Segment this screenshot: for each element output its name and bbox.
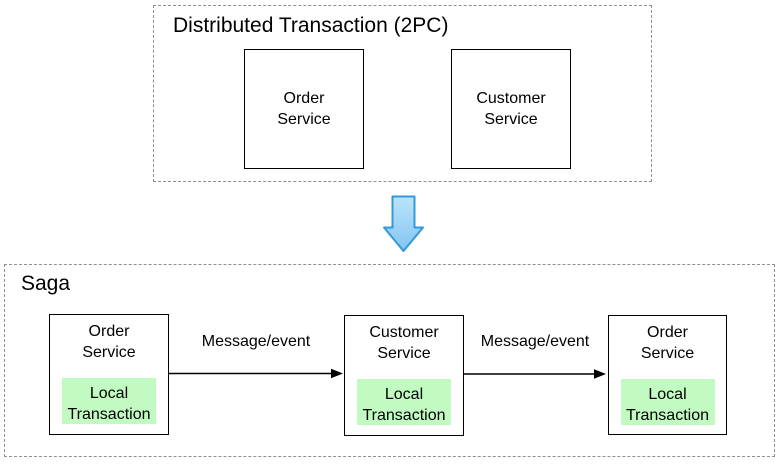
local-transaction-box-3: Local Transaction	[620, 379, 715, 425]
message-event-label-2: Message/event	[480, 333, 590, 350]
saga-order-service-box-1: Order Service Local Transaction	[49, 314, 169, 435]
local-transaction-label-1: Local Transaction	[67, 385, 151, 423]
customer-service-box-2pc: Customer Service	[451, 49, 571, 169]
distributed-transaction-title: Distributed Transaction (2PC)	[173, 14, 449, 37]
customer-service-label: Customer Service	[476, 90, 546, 128]
saga-customer-service-box: Customer Service Local Transaction	[344, 315, 464, 436]
down-arrow-icon	[383, 195, 424, 252]
saga-group: Saga Order Service Local Transaction Cus…	[4, 264, 775, 457]
order-service-label: Order Service	[277, 90, 331, 128]
saga-order-service-label-1: Order Service	[82, 323, 136, 361]
local-transaction-label-2: Local Transaction	[362, 386, 446, 424]
distributed-transaction-group: Distributed Transaction (2PC) Order Serv…	[153, 5, 652, 182]
local-transaction-box-1: Local Transaction	[62, 378, 156, 424]
order-service-box-2pc: Order Service	[244, 49, 364, 169]
saga-customer-service-label: Customer Service	[369, 324, 439, 362]
saga-order-service-label-2: Order Service	[640, 324, 695, 362]
message-event-label-1: Message/event	[201, 333, 311, 350]
saga-title: Saga	[21, 272, 71, 295]
local-transaction-label-3: Local Transaction	[626, 386, 709, 424]
local-transaction-box-2: Local Transaction	[357, 379, 451, 425]
saga-order-service-box-2: Order Service Local Transaction	[608, 315, 727, 435]
